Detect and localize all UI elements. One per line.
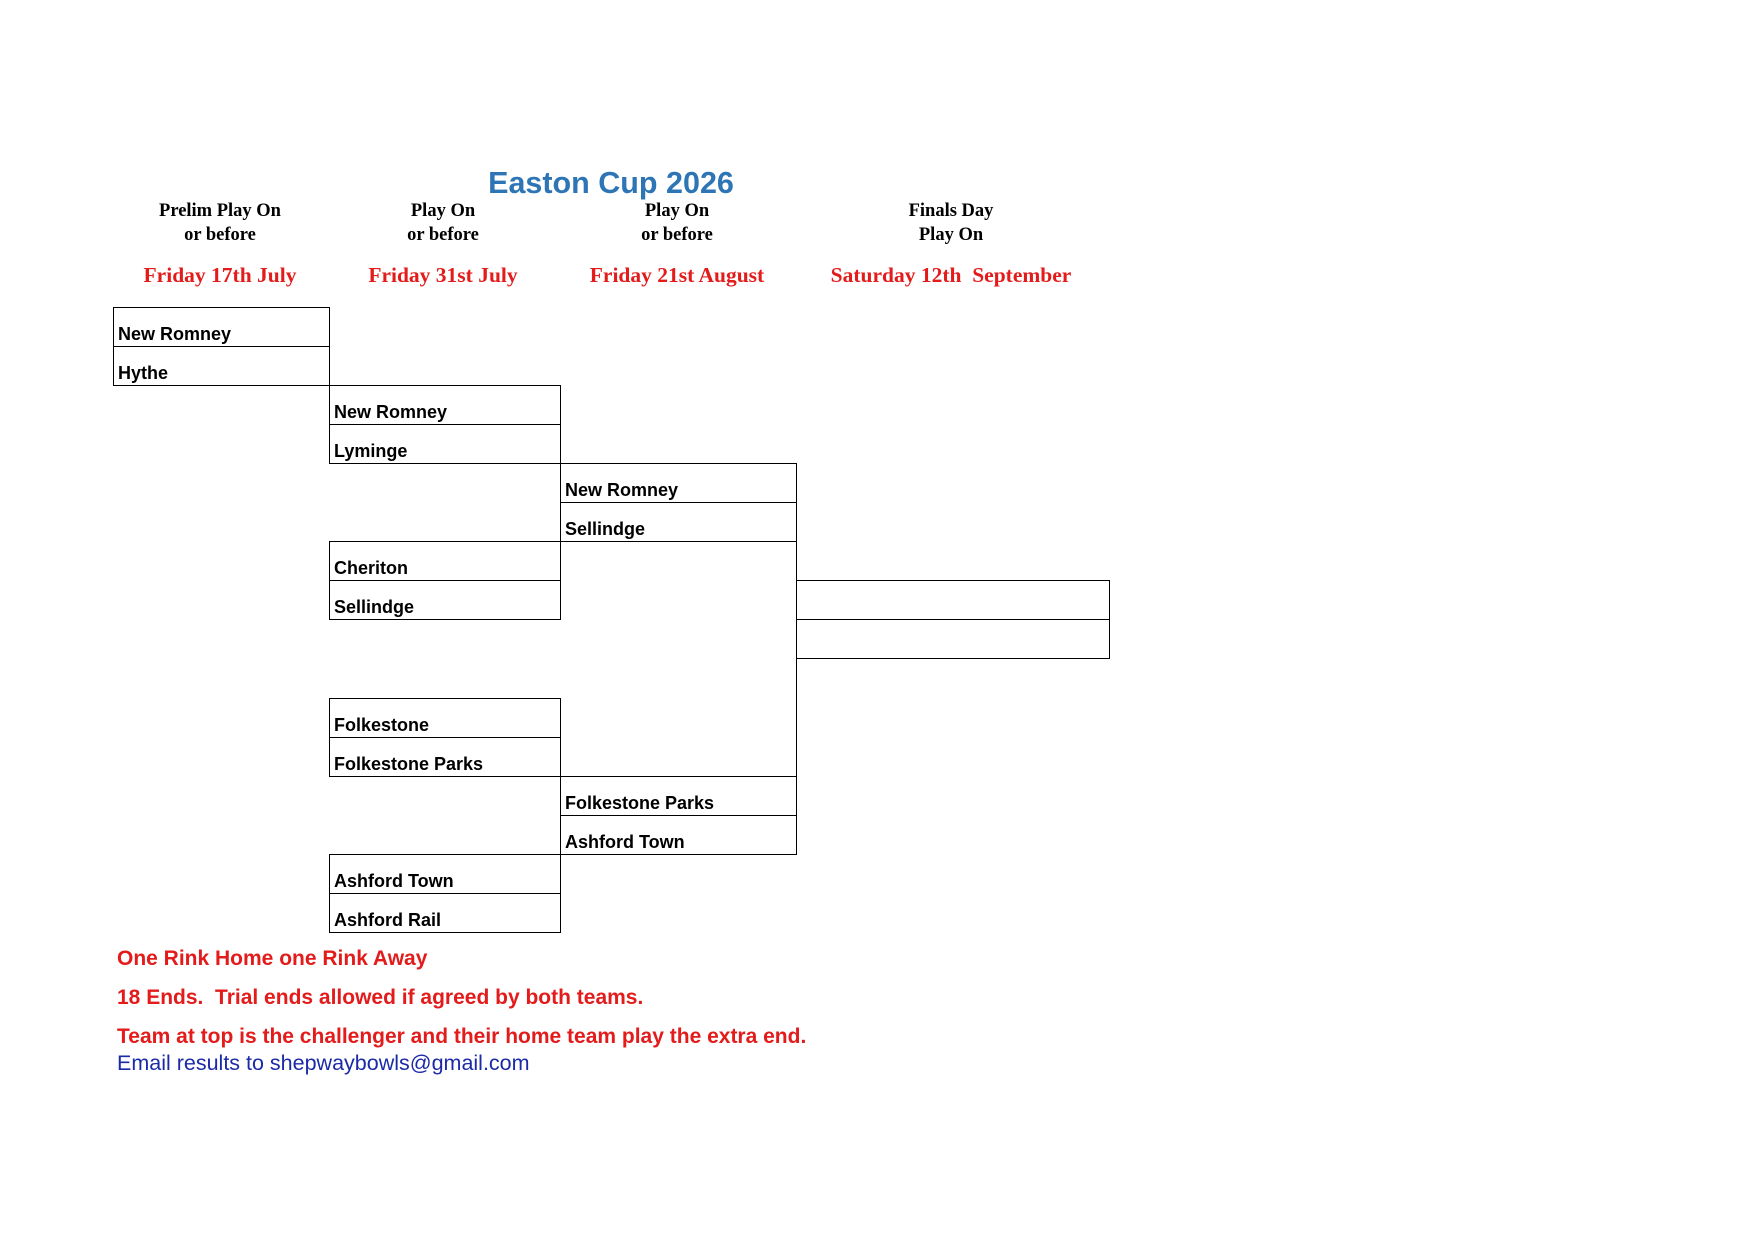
round-header-line: Play On (410, 201, 476, 221)
team-slot: Folkestone Parks (334, 753, 484, 774)
team-slot: New Romney (114, 308, 329, 347)
email-instruction: Email results to shepwaybowls@gmail.com (117, 1051, 530, 1075)
team-slot: Folkestone (330, 699, 560, 738)
team-slot: Sellindge (334, 597, 415, 618)
team-slot (797, 581, 1109, 621)
match-box: New Romney Sellindge (560, 462, 797, 542)
round-deadline-date: Friday 21st August (589, 263, 765, 287)
round-header-line: Play On (644, 201, 710, 221)
round-header-prelim: Prelim Play On or before Friday 17th Jul… (70, 0, 370, 287)
rules-note: One Rink Home one Rink Away (117, 947, 428, 970)
round-deadline-date: Friday 17th July (143, 263, 297, 287)
round-header-round-1: Play On or before Friday 31st July (293, 0, 593, 287)
round-deadline-date: Friday 31st July (368, 263, 518, 287)
round-header-line: or before (407, 225, 479, 245)
match-box: Ashford Town Ashford Rail (329, 853, 561, 933)
team-slot: New Romney (330, 386, 560, 425)
team-slot: New Romney (561, 464, 796, 503)
round-header-final: Finals Day Play On Saturday 12th Septemb… (801, 0, 1101, 287)
round-header-line: Prelim Play On (159, 201, 281, 221)
team-slot: Ashford Rail (334, 909, 442, 930)
rules-note: 18 Ends. Trial ends allowed if agreed by… (117, 985, 644, 1009)
match-box: Folkestone Folkestone Parks (329, 697, 561, 777)
team-slot: Folkestone Parks (561, 777, 796, 816)
round-header-line: Play On (918, 225, 984, 245)
page-title: Easton Cup 2026 (488, 166, 734, 200)
round-deadline-date: Saturday 12th September (830, 263, 1072, 287)
team-slot: Hythe (118, 362, 169, 383)
team-slot: Sellindge (565, 518, 646, 539)
rules-note: Team at top is the challenger and their … (117, 1025, 807, 1048)
round-header-semi-final: Play On or before Friday 21st August (527, 0, 827, 287)
team-slot: Ashford Town (330, 855, 560, 894)
match-box: New Romney Lyminge (329, 384, 561, 464)
match-box: Folkestone Parks Ashford Town (560, 775, 797, 855)
final-match-box (796, 580, 1110, 660)
team-slot: Ashford Town (565, 831, 685, 852)
round-header-line: Finals Day (908, 201, 994, 221)
round-header-line: or before (184, 225, 256, 245)
team-slot: Lyminge (334, 440, 408, 461)
round-header-line: or before (641, 225, 713, 245)
team-slot: Cheriton (330, 542, 560, 582)
match-box: New Romney Hythe (113, 306, 330, 386)
team-slot (797, 620, 1109, 658)
match-box: Cheriton Sellindge (329, 541, 561, 621)
